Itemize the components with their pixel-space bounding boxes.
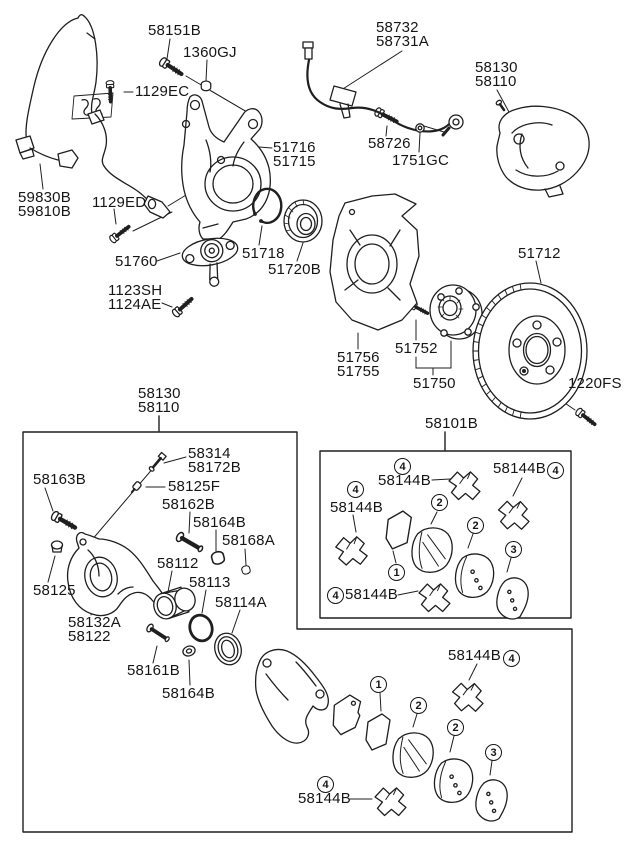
pad-kit-box-outline bbox=[319, 431, 572, 619]
label-dust-cover: 51756 51755 bbox=[337, 349, 380, 380]
callout-2-main-a: 2 bbox=[410, 697, 427, 714]
label-1129ec: 1129EC bbox=[135, 83, 190, 100]
label-51756: 51756 bbox=[337, 349, 380, 366]
label-58144b-main-bottom: 58144B bbox=[298, 790, 351, 807]
abs-harness-drawing bbox=[15, 14, 171, 219]
label-58112: 58112 bbox=[157, 555, 199, 572]
label-58314: 58314 bbox=[188, 445, 231, 462]
label-58164b-upper: 58164B bbox=[193, 514, 246, 531]
label-58113: 58113 bbox=[189, 574, 231, 591]
label-bleeder: 58314 58172B bbox=[188, 445, 241, 476]
label-1360gj: 1360GJ bbox=[183, 44, 237, 61]
knuckle-drawing bbox=[181, 94, 271, 240]
label-51718: 51718 bbox=[242, 245, 285, 262]
label-brake-hose: 58732 58731A bbox=[376, 19, 429, 50]
callout-4-kit-left: 4 bbox=[347, 481, 364, 498]
caliper-internals-drawing bbox=[50, 451, 252, 666]
ball-joint-drawing bbox=[181, 237, 239, 287]
label-51752: 51752 bbox=[395, 340, 438, 357]
label-1129ed: 1129ED bbox=[92, 194, 147, 211]
caliper-assembly-drawing bbox=[495, 99, 590, 198]
label-58144b-kit-bottom: 58144B bbox=[345, 586, 398, 603]
label-58122: 58122 bbox=[68, 628, 111, 645]
callout-1-kit: 1 bbox=[388, 564, 405, 581]
label-58163b: 58163B bbox=[33, 471, 86, 488]
label-58151b: 58151B bbox=[148, 22, 201, 39]
label-58144b-kit-top: 58144B bbox=[378, 472, 431, 489]
label-51750: 51750 bbox=[413, 375, 456, 392]
caliper-box-outline bbox=[22, 415, 573, 833]
callout-4-kit-bottom: 4 bbox=[327, 587, 344, 604]
callout-4-kit-top: 4 bbox=[394, 458, 411, 475]
label-58130-top: 58130 bbox=[475, 59, 518, 76]
label-58726: 58726 bbox=[368, 135, 411, 152]
label-58732: 58732 bbox=[376, 19, 419, 36]
label-59810b: 59810B bbox=[18, 203, 71, 220]
brake-disc-drawing bbox=[472, 282, 588, 420]
dust-shield-drawing bbox=[329, 193, 420, 331]
label-58110-top: 58110 bbox=[475, 73, 517, 90]
label-knuckle: 51716 51715 bbox=[273, 139, 316, 170]
label-abs-harness: 59830B 59810B bbox=[18, 189, 71, 220]
label-58125: 58125 bbox=[33, 582, 76, 599]
callout-2-main-b: 2 bbox=[447, 719, 464, 736]
label-58114a: 58114A bbox=[215, 594, 267, 611]
label-58172b: 58172B bbox=[188, 459, 241, 476]
label-51760: 51760 bbox=[115, 253, 158, 270]
callout-4-main-right: 4 bbox=[503, 650, 520, 667]
label-51716: 51716 bbox=[273, 139, 316, 156]
label-ball-joint-bolt: 1123SH 1124AE bbox=[108, 282, 163, 313]
label-58168a: 58168A bbox=[222, 532, 275, 549]
label-caliper-assy: 58130 58110 bbox=[475, 59, 518, 90]
callout-4-kit-right: 4 bbox=[547, 462, 564, 479]
callout-4-main-bottom: 4 bbox=[317, 776, 334, 793]
callout-2-kit-b: 2 bbox=[467, 517, 484, 534]
label-58125f: 58125F bbox=[168, 478, 221, 495]
wheel-bearing-drawing bbox=[283, 199, 323, 243]
label-1124ae: 1124AE bbox=[108, 296, 162, 313]
label-58132a: 58132A bbox=[68, 614, 121, 631]
label-59830b: 59830B bbox=[18, 189, 71, 206]
label-58164b-lower: 58164B bbox=[162, 685, 215, 702]
brake-hose-drawing bbox=[302, 41, 464, 137]
label-58161b: 58161B bbox=[127, 662, 180, 679]
carrier-and-pads-drawing bbox=[254, 648, 511, 824]
label-1220fs: 1220FS bbox=[568, 375, 622, 392]
label-51715: 51715 bbox=[273, 153, 316, 170]
label-58101b: 58101B bbox=[425, 415, 478, 432]
callout-3-kit: 3 bbox=[505, 541, 522, 558]
callout-2-kit-a: 2 bbox=[431, 494, 448, 511]
wheel-hub-drawing bbox=[429, 284, 483, 340]
label-1751gc: 1751GC bbox=[392, 152, 450, 169]
label-58130-box: 58130 bbox=[138, 385, 181, 402]
label-58144b-main-right: 58144B bbox=[448, 647, 501, 664]
label-caliper-body: 58132A 58122 bbox=[68, 614, 121, 645]
label-51712: 51712 bbox=[518, 245, 561, 262]
callout-1-main: 1 bbox=[370, 676, 387, 693]
label-58144b-kit-left: 58144B bbox=[330, 499, 383, 516]
label-1123sh: 1123SH bbox=[108, 282, 163, 299]
label-51755: 51755 bbox=[337, 363, 380, 380]
label-58110-box: 58110 bbox=[138, 399, 180, 416]
label-58144b-kit-right: 58144B bbox=[493, 460, 546, 477]
snap-ring-drawing bbox=[252, 187, 283, 224]
label-58731a: 58731A bbox=[376, 33, 429, 50]
callout-3-main: 3 bbox=[485, 744, 502, 761]
label-51720b: 51720B bbox=[268, 261, 321, 278]
label-caliper-box: 58130 58110 bbox=[138, 385, 181, 416]
label-58162b: 58162B bbox=[162, 496, 215, 513]
